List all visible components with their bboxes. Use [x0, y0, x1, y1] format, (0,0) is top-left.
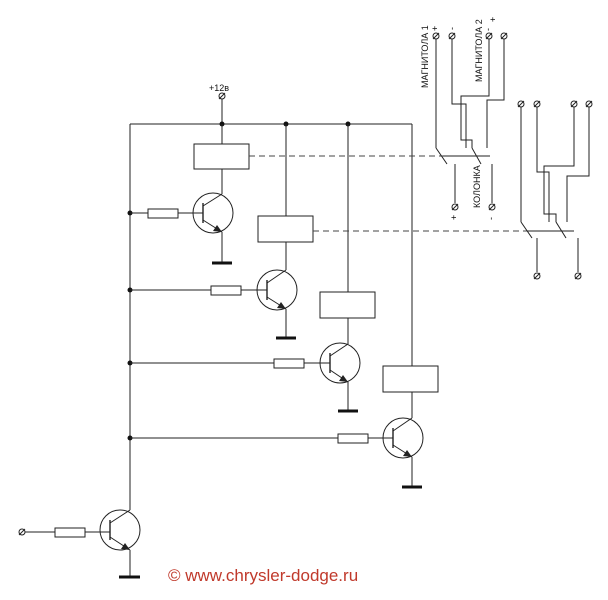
relay-3 — [319, 291, 376, 319]
resistor-2 — [210, 285, 242, 296]
switch-group-1 — [432, 32, 508, 211]
supply-rail — [129, 92, 412, 510]
resistor-4 — [337, 433, 369, 444]
relay-4 — [382, 365, 439, 393]
transistor-2 — [256, 269, 298, 311]
stage-3 — [127, 124, 376, 413]
relay-1 — [193, 143, 250, 170]
transistor-input — [99, 509, 141, 551]
tape2-plus: + — [488, 17, 498, 22]
speaker-minus: - — [486, 217, 496, 220]
copyright-text: © www.chrysler-dodge.ru — [168, 566, 358, 585]
tape2-label: МАГНИТОЛА 2 — [474, 19, 484, 82]
tape1-plus: + — [430, 26, 440, 31]
stage-4 — [127, 124, 439, 489]
speaker-plus: + — [449, 215, 459, 220]
tape2-minus: - — [483, 28, 493, 31]
stage-1 — [127, 124, 250, 265]
supply-label: +12в — [209, 83, 229, 93]
tape1-label: МАГНИТОЛА 1 — [420, 25, 430, 88]
input-stage — [18, 509, 141, 579]
transistor-4 — [382, 417, 424, 459]
tape1-minus: - — [447, 27, 457, 30]
resistor-1 — [147, 208, 179, 219]
relay-2 — [257, 215, 314, 243]
resistor-3 — [273, 358, 305, 369]
speaker-label: КОЛОНКА — [472, 165, 482, 208]
stage-2 — [127, 124, 314, 340]
resistor-input — [54, 527, 86, 538]
transistor-1 — [192, 192, 234, 234]
transistor-3 — [319, 342, 361, 384]
switch-group-2 — [517, 100, 593, 280]
